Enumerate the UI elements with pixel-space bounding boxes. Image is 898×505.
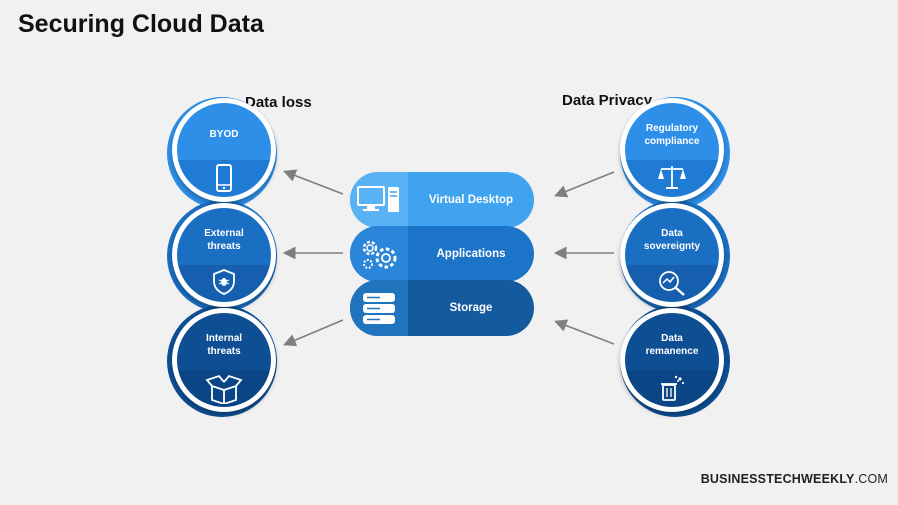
virtual-desktop-label: Virtual Desktop	[428, 194, 514, 206]
scales-icon	[657, 160, 687, 195]
byod-label: BYOD	[209, 129, 239, 140]
data-remanence-node: Data remanence	[620, 308, 724, 412]
shield-bug-icon	[212, 265, 236, 300]
applications-pill: Applications	[350, 226, 534, 282]
data-sovereignty-node: Data sovereignty	[620, 203, 724, 307]
regulatory-compliance-node: Regulatory compliance	[620, 98, 724, 202]
arrow-right-1	[554, 171, 615, 198]
internal-threats-node: Internal threats	[172, 308, 276, 412]
desktop-computer-icon	[350, 172, 408, 228]
open-box-icon	[205, 370, 243, 407]
gears-icon	[350, 226, 408, 282]
data-remanence-label: Data remanence	[645, 332, 699, 357]
brand-name: BUSINESSTECHWEEKLY	[700, 472, 855, 486]
arrow-left-3	[283, 319, 344, 347]
database-icon	[350, 280, 408, 336]
external-threats-node: External threats	[172, 203, 276, 307]
arrow-left-1	[283, 169, 344, 195]
data-sovereignty-label: Data sovereignty	[643, 227, 701, 252]
trash-bin-icon	[658, 370, 686, 407]
applications-label: Applications	[436, 248, 506, 260]
brand-domain: .COM	[854, 472, 888, 486]
virtual-desktop-pill: Virtual Desktop	[350, 172, 534, 228]
smartphone-icon	[213, 160, 235, 197]
page-title: Securing Cloud Data	[18, 10, 264, 38]
brand-footer: BUSINESSTECHWEEKLY.COM	[701, 472, 888, 486]
arrow-right-3	[554, 319, 615, 345]
storage-label: Storage	[449, 302, 493, 314]
internal-threats-label: Internal threats	[205, 332, 243, 357]
external-threats-label: External threats	[204, 227, 244, 252]
storage-pill: Storage	[350, 280, 534, 336]
byod-node: BYOD	[172, 98, 276, 202]
regulatory-compliance-label: Regulatory compliance	[644, 122, 700, 147]
magnifier-chart-icon	[657, 265, 687, 302]
